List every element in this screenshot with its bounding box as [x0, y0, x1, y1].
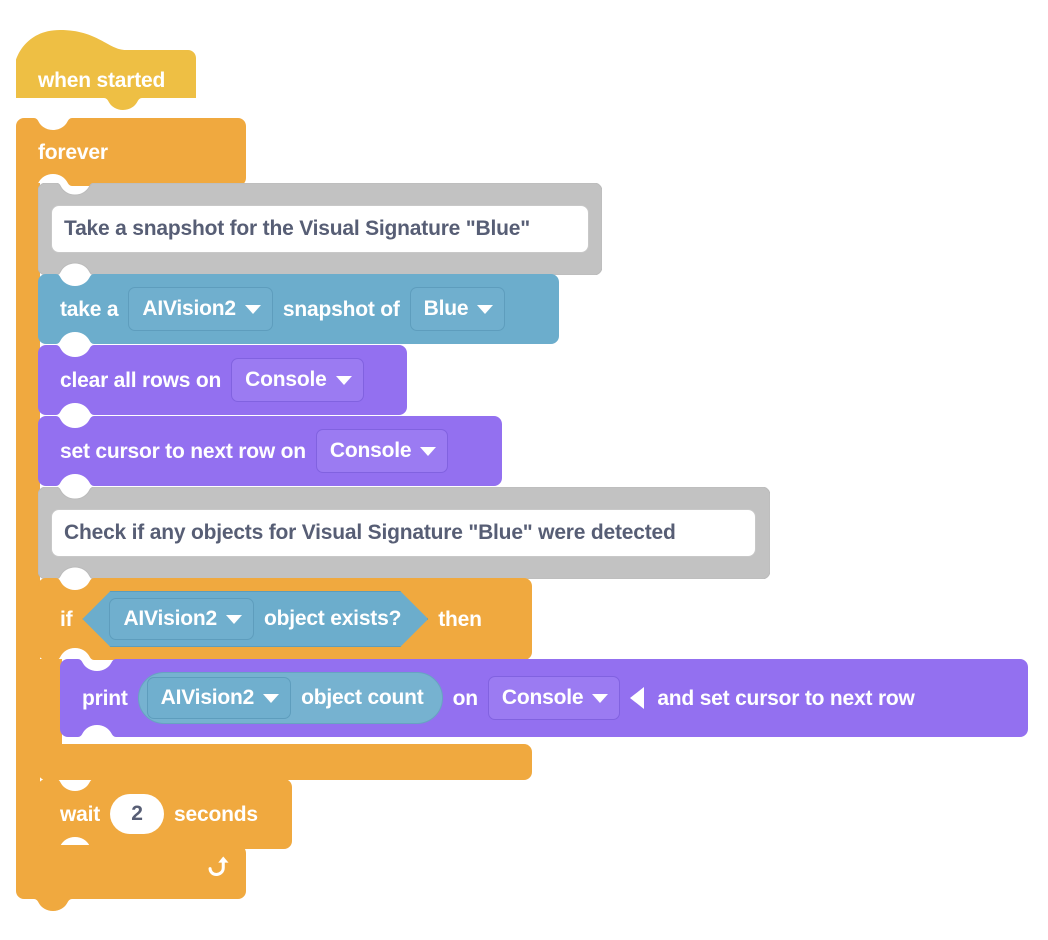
comment-block-1[interactable]: Take a snapshot for the Visual Signature… — [38, 183, 602, 275]
set-cursor-target-dropdown[interactable]: Console — [315, 429, 449, 473]
chevron-down-icon — [244, 305, 261, 314]
comment-block-2[interactable]: Check if any objects for Visual Signatur… — [38, 487, 770, 579]
chevron-down-icon — [263, 694, 280, 703]
if-left-arm — [38, 659, 62, 745]
snapshot-device-dropdown[interactable]: AIVision2 — [128, 287, 273, 331]
clear-rows-label: clear all rows on — [60, 368, 222, 392]
wait-label-1: wait — [60, 802, 101, 826]
if-condition-device-dropdown[interactable]: AIVision2 — [109, 598, 254, 640]
snapshot-signature-dropdown[interactable]: Blue — [409, 287, 506, 331]
loop-arrow-icon — [204, 853, 232, 881]
chevron-down-icon — [477, 305, 494, 314]
reporter-object-count[interactable]: AIVision2 object count — [137, 672, 443, 724]
print-reporter-device-dropdown[interactable]: AIVision2 — [146, 677, 292, 719]
block-take-snapshot[interactable]: take a AIVision2 snapshot of Blue — [38, 274, 559, 344]
block-if-then-header[interactable]: if AIVision2 object exists? then — [38, 578, 532, 660]
print-label: print — [82, 686, 128, 710]
block-wait-seconds[interactable]: wait 2 seconds — [38, 779, 292, 849]
snapshot-device-value: AIVision2 — [142, 296, 236, 320]
then-label: then — [438, 607, 482, 631]
chevron-down-icon — [335, 376, 352, 385]
wait-seconds-input[interactable]: 2 — [110, 794, 165, 834]
if-label: if — [60, 607, 73, 631]
print-tail-label: and set cursor to next row — [657, 686, 915, 710]
take-snapshot-label-2: snapshot of — [282, 297, 400, 321]
if-condition-label: object exists? — [263, 607, 402, 630]
clear-rows-target-value: Console — [245, 367, 327, 391]
comment-1-text: Take a snapshot for the Visual Signature… — [64, 217, 531, 240]
collapse-left-arrow-icon[interactable] — [630, 687, 645, 709]
block-when-started[interactable]: when started — [16, 28, 196, 112]
block-forever-header[interactable]: forever — [16, 118, 246, 186]
block-clear-all-rows[interactable]: clear all rows on Console — [38, 345, 407, 415]
block-set-cursor-next-row[interactable]: set cursor to next row on Console — [38, 416, 502, 486]
forever-left-arm — [16, 183, 40, 848]
block-print-on-console[interactable]: print AIVision2 object count on Console … — [60, 659, 1028, 737]
chevron-down-icon — [420, 447, 437, 456]
take-snapshot-label-1: take a — [60, 297, 119, 321]
wait-label-2: seconds — [174, 802, 258, 826]
clear-rows-target-dropdown[interactable]: Console — [231, 358, 364, 402]
set-cursor-target-value: Console — [329, 438, 412, 462]
comment-2-text: Check if any objects for Visual Signatur… — [64, 521, 676, 544]
print-target-dropdown[interactable]: Console — [487, 676, 621, 720]
chevron-down-icon — [592, 694, 609, 703]
boolean-object-exists[interactable]: AIVision2 object exists? — [82, 591, 428, 647]
comment-2-body: Check if any objects for Visual Signatur… — [51, 509, 756, 557]
comment-1-body: Take a snapshot for the Visual Signature… — [51, 205, 589, 253]
forever-label: forever — [38, 141, 108, 164]
when-started-label: when started — [38, 69, 166, 92]
print-reporter-device-value: AIVision2 — [160, 685, 255, 709]
if-condition-device-value: AIVision2 — [123, 606, 217, 630]
snapshot-signature-value: Blue — [423, 296, 469, 320]
print-on-label: on — [452, 686, 478, 710]
print-target-value: Console — [501, 685, 584, 709]
block-if-then-footer[interactable] — [38, 744, 532, 780]
set-cursor-label: set cursor to next row on — [60, 439, 306, 463]
block-forever-footer[interactable] — [16, 845, 246, 913]
print-reporter-label: object count — [301, 686, 424, 709]
chevron-down-icon — [226, 615, 242, 624]
